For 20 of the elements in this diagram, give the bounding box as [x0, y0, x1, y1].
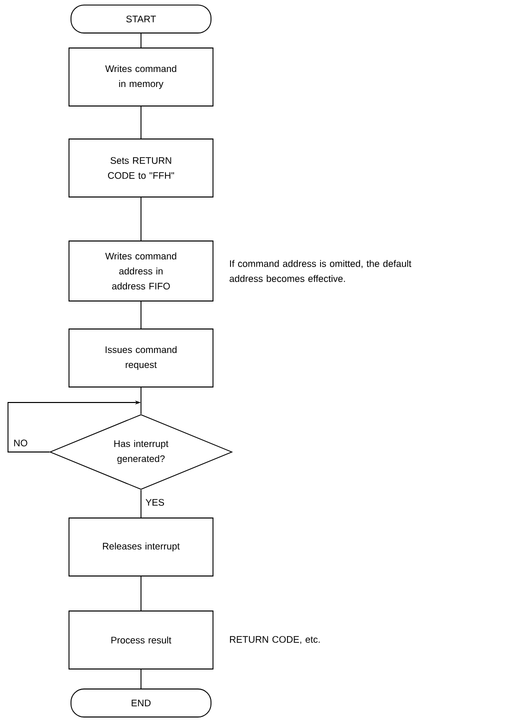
process-box: Writes command address in address FIFO — [68, 240, 214, 302]
terminator: END — [70, 688, 212, 718]
side-note: RETURN CODE, etc. — [230, 636, 320, 644]
side-note: If command address is omitted, the default address becomes effective. — [230, 260, 412, 282]
process-box: Process result — [68, 610, 214, 670]
process-box: Issues command request — [68, 328, 214, 388]
process-box: Releases interrupt — [68, 518, 214, 576]
connector — [140, 490, 142, 518]
connector — [140, 387, 142, 414]
edge-label: NO — [12, 438, 29, 448]
edge-label: YES — [144, 498, 166, 507]
connector — [140, 33, 142, 48]
process-box: Writes command in memory — [68, 48, 214, 106]
connector — [140, 669, 142, 689]
connector — [140, 576, 142, 611]
process-box: Sets RETURN CODE to "FFH" — [68, 138, 214, 198]
connector — [140, 106, 142, 139]
connector — [140, 197, 142, 241]
connector — [140, 301, 142, 329]
terminator: START — [70, 4, 212, 34]
